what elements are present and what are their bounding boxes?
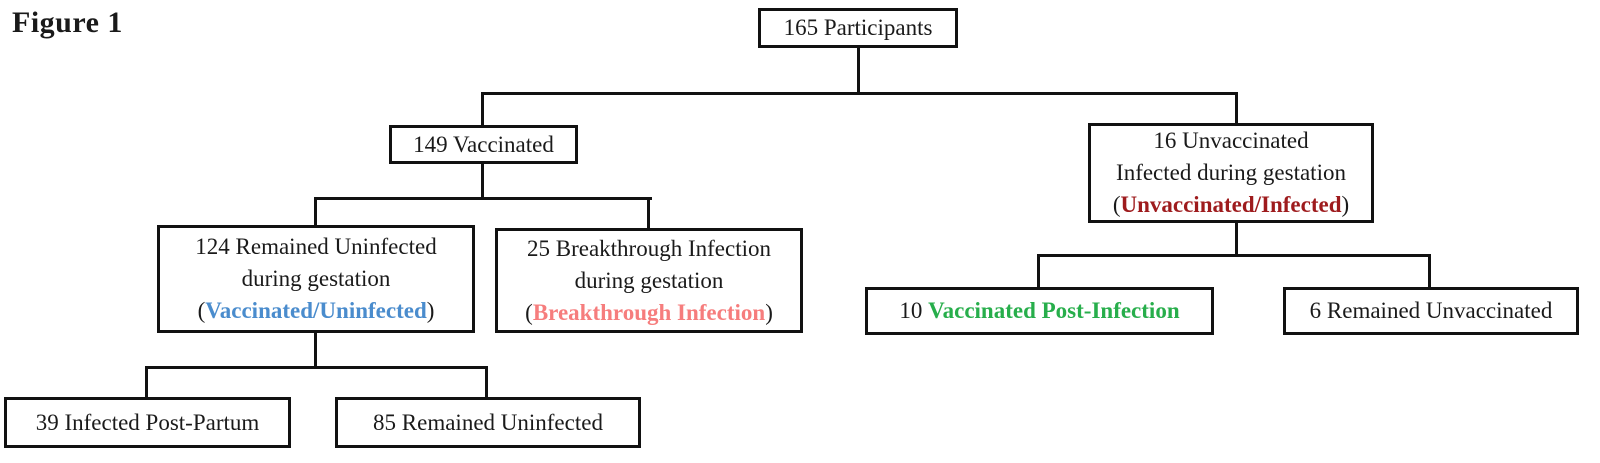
- node-breakthrough-infection-line1: 25 Breakthrough Infection: [527, 235, 771, 261]
- node-remained-unvaccinated: 6 Remained Unvaccinated: [1283, 287, 1579, 335]
- connector-line: [314, 197, 652, 200]
- connector-line: [857, 47, 860, 93]
- connector-line: [314, 332, 317, 368]
- connector-line: [647, 197, 650, 228]
- node-participants-label: 165 Participants: [783, 15, 933, 40]
- node-remained-uninfected-label: 85 Remained Uninfected: [373, 409, 603, 435]
- connector-line: [145, 366, 488, 369]
- paren-open: (: [525, 299, 533, 325]
- node-vaccinated-uninfected-group-label: (Vaccinated/Uninfected): [198, 295, 435, 327]
- connector-line: [1235, 92, 1238, 123]
- connector-line: [485, 366, 488, 397]
- node-vaccinated-uninfected: 124 Remained Uninfected during gestation…: [157, 225, 475, 333]
- node-vaccinated-uninfected-line2: during gestation: [241, 266, 391, 291]
- node-vaccinated: 149 Vaccinated: [389, 125, 578, 164]
- paren-close: ): [1341, 192, 1350, 217]
- node-vaccinated-post-infection-label: 10 Vaccinated Post-Infection: [899, 295, 1179, 327]
- node-unvaccinated-infected-line1: 16 Unvaccinated: [1153, 128, 1309, 153]
- node-vaccinated-uninfected-line1: 124 Remained Uninfected: [195, 234, 437, 259]
- connector-line: [1428, 254, 1431, 287]
- node-unvaccinated-infected-group-label: (Unvaccinated/Infected): [1113, 189, 1349, 221]
- group-name-unvaccinated-infected: Unvaccinated/Infected: [1120, 192, 1342, 217]
- paren-open: (: [197, 298, 206, 323]
- connector-line: [314, 197, 317, 225]
- node-breakthrough-infection-line2: during gestation: [574, 267, 724, 293]
- connector-line: [481, 92, 1238, 95]
- connector-line: [1235, 222, 1238, 255]
- paren-open: (: [1112, 192, 1121, 217]
- group-name-breakthrough-infection: Breakthrough Infection: [532, 299, 766, 325]
- connector-line: [481, 163, 484, 198]
- count-prefix: 10: [899, 298, 929, 323]
- connector-line: [1037, 254, 1431, 257]
- node-remained-unvaccinated-label: 6 Remained Unvaccinated: [1309, 298, 1553, 323]
- node-vaccinated-post-infection: 10 Vaccinated Post-Infection: [865, 287, 1214, 335]
- connector-line: [1037, 254, 1040, 287]
- paren-close: ): [426, 298, 435, 323]
- connector-line: [481, 92, 484, 125]
- node-infected-post-partum: 39 Infected Post-Partum: [4, 397, 291, 448]
- group-name-vaccinated-post-infection: Vaccinated Post-Infection: [928, 298, 1180, 323]
- node-unvaccinated-infected: 16 Unvaccinated Infected during gestatio…: [1088, 123, 1374, 223]
- figure-label: Figure 1: [12, 6, 123, 39]
- node-infected-post-partum-label: 39 Infected Post-Partum: [35, 409, 260, 435]
- paren-close: ): [765, 299, 773, 325]
- node-remained-uninfected: 85 Remained Uninfected: [335, 397, 641, 448]
- node-participants: 165 Participants: [758, 8, 958, 48]
- node-breakthrough-infection-group-label: (Breakthrough Infection): [525, 297, 773, 329]
- connector-line: [145, 366, 148, 397]
- node-unvaccinated-infected-line2: Infected during gestation: [1116, 160, 1346, 185]
- node-breakthrough-infection: 25 Breakthrough Infection during gestati…: [495, 228, 803, 333]
- group-name-vaccinated-uninfected: Vaccinated/Uninfected: [205, 298, 427, 323]
- node-vaccinated-label: 149 Vaccinated: [413, 131, 554, 157]
